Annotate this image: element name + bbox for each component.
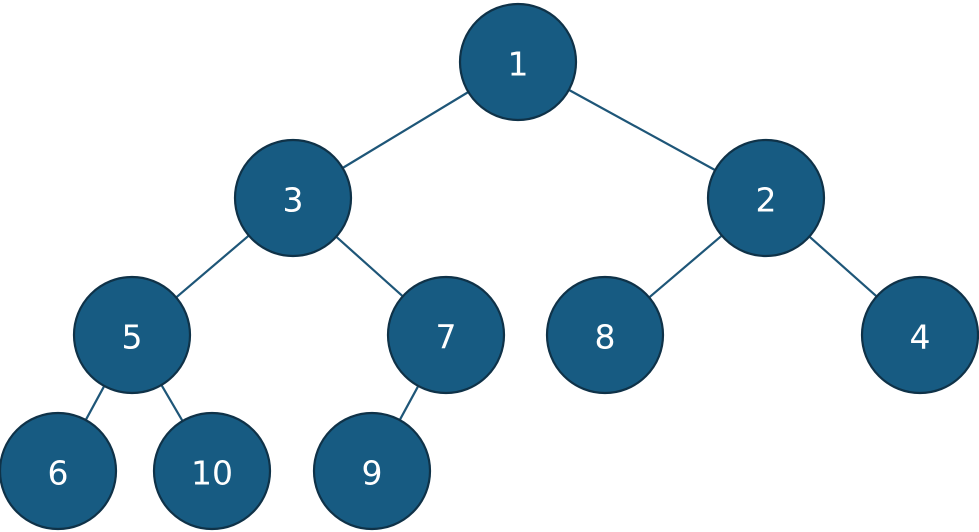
tree-edge	[341, 90, 470, 170]
tree-node-circle	[233, 138, 353, 258]
tree-node-circle	[706, 138, 826, 258]
tree-node-label: 10	[191, 454, 233, 493]
tree-node-label: 1	[508, 45, 529, 84]
tree-node-circle	[386, 275, 506, 395]
tree-node: 5	[72, 275, 192, 395]
tree-node: 10	[152, 411, 272, 531]
tree-node: 2	[706, 138, 826, 258]
tree-edge	[175, 234, 250, 299]
tree-node: 9	[312, 411, 432, 531]
tree-edge	[567, 88, 717, 172]
tree-node: 1	[458, 2, 578, 122]
tree-edge	[808, 235, 878, 298]
tree-edges	[84, 88, 878, 423]
tree-node-circle	[0, 411, 118, 531]
tree-edge	[648, 234, 723, 299]
tree-node: 3	[233, 138, 353, 258]
tree-node-circle	[458, 2, 578, 122]
tree-node: 7	[386, 275, 506, 395]
tree-node: 4	[860, 275, 979, 395]
tree-edge	[335, 235, 404, 298]
tree-node-label: 8	[595, 318, 616, 357]
tree-node-circle	[152, 411, 272, 531]
tree-node-label: 4	[910, 318, 931, 357]
tree-edge	[84, 384, 106, 422]
tree-node-circle	[545, 275, 665, 395]
tree-node-circle	[72, 275, 192, 395]
tree-node-label: 9	[362, 454, 383, 493]
tree-edge	[160, 383, 184, 423]
tree-node: 8	[545, 275, 665, 395]
tree-node: 6	[0, 411, 118, 531]
tree-node-circle	[860, 275, 979, 395]
tree-node-label: 7	[436, 318, 457, 357]
tree-node-label: 2	[756, 181, 777, 220]
tree-node-label: 5	[122, 318, 143, 357]
tree-node-circle	[312, 411, 432, 531]
tree-edge	[398, 384, 420, 422]
tree-node-label: 6	[48, 454, 69, 493]
tree-node-label: 3	[283, 181, 304, 220]
